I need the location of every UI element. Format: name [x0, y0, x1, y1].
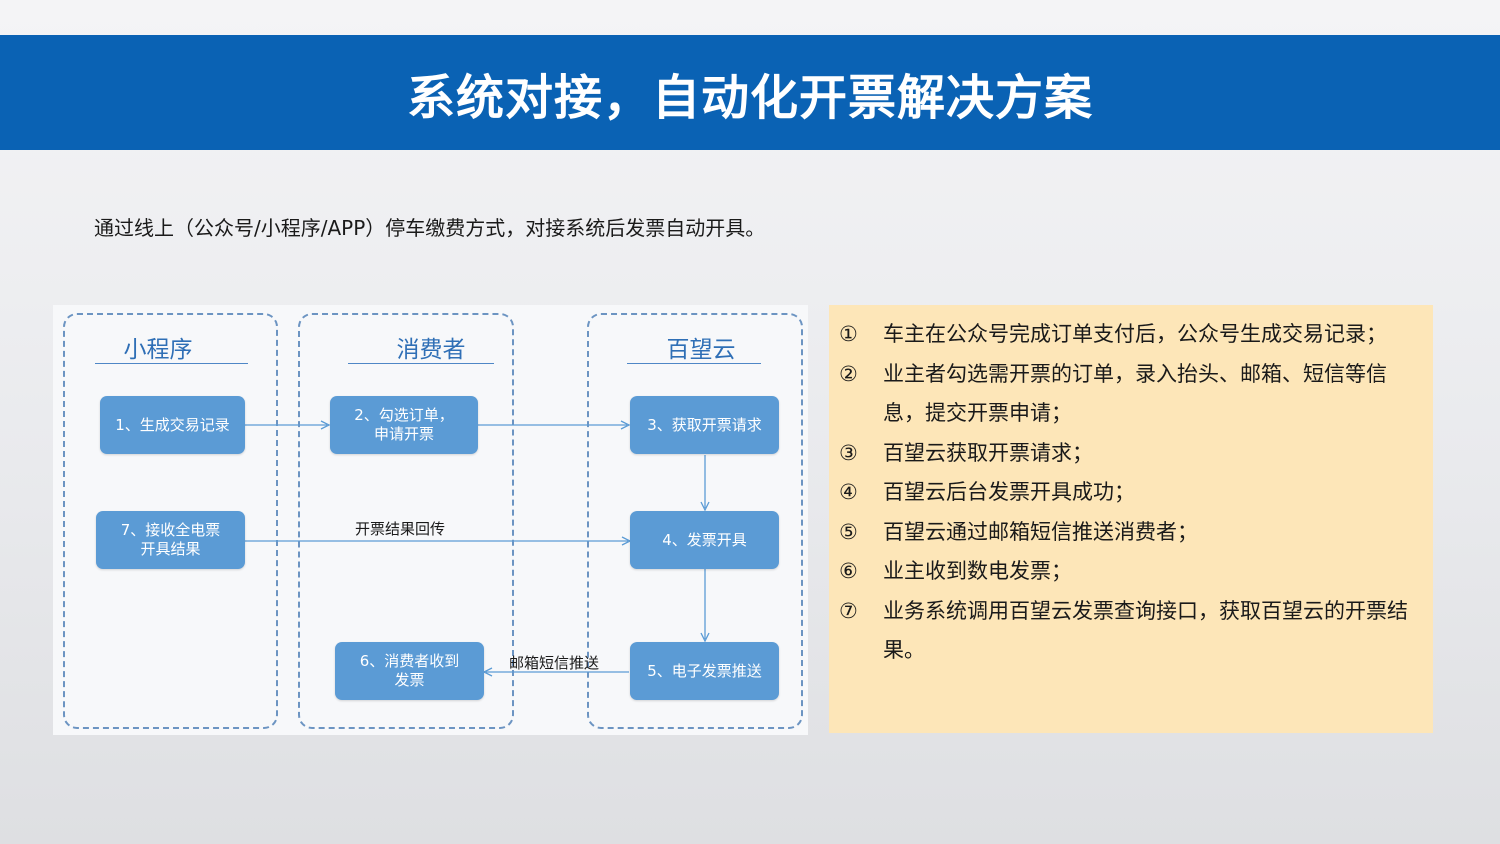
- step-number: ④: [839, 480, 858, 504]
- step-item: ① 车主在公众号完成订单支付后，公众号生成交易记录；: [839, 315, 1423, 355]
- node-get-invoice-request: 3、获取开票请求: [630, 396, 779, 454]
- step-text: 车主在公众号完成订单支付后，公众号生成交易记录；: [883, 322, 1387, 346]
- step-number: ①: [839, 322, 858, 346]
- step-text: 业务系统调用百望云发票查询接口，获取百望云的开票结果。: [883, 598, 1408, 663]
- arrowhead: [320, 420, 331, 430]
- steps-panel: ① 车主在公众号完成订单支付后，公众号生成交易记录； ② 业主者勾选需开票的订单…: [829, 305, 1433, 733]
- lane-consumer: [298, 313, 514, 729]
- step-number: ②: [839, 361, 858, 386]
- edge-label-result-return: 开票结果回传: [355, 520, 446, 538]
- step-item: ③ 百望云获取开票请求；: [839, 434, 1423, 474]
- arrowhead: [482, 667, 493, 677]
- lane-underline: [348, 363, 494, 364]
- arrowhead: [700, 501, 710, 512]
- step-item: ② 业主者勾选需开票的订单，录入抬头、邮箱、短信等信息，提交开票申请；: [839, 355, 1423, 434]
- step-item: ⑦ 业务系统调用百望云发票查询接口，获取百望云的开票结果。: [839, 592, 1423, 671]
- lane-title-mini-program: 小程序: [123, 337, 193, 363]
- arrowhead: [700, 632, 710, 643]
- title-banner: 系统对接，自动化开票解决方案: [0, 35, 1500, 150]
- node-consumer-receives: 6、消费者收到 发票: [335, 642, 484, 700]
- edge-label-email-sms-push: 邮箱短信推送: [509, 654, 600, 672]
- lane-title-consumer: 消费者: [396, 337, 466, 363]
- step-item: ⑤ 百望云通过邮箱短信推送消费者；: [839, 513, 1423, 553]
- node-receive-result: 7、接收全电票 开具结果: [96, 511, 245, 569]
- step-item: ④ 百望云后台发票开具成功；: [839, 473, 1423, 513]
- step-text: 百望云后台发票开具成功；: [883, 480, 1135, 504]
- page-title: 系统对接，自动化开票解决方案: [406, 69, 1093, 126]
- lane-mini-program: [63, 313, 278, 729]
- step-text: 百望云获取开票请求；: [883, 440, 1093, 465]
- step-text: 百望云通过邮箱短信推送消费者；: [883, 519, 1198, 544]
- node-issue-invoice: 4、发票开具: [630, 511, 779, 569]
- step-number: ⑤: [839, 519, 858, 544]
- step-number: ⑥: [839, 559, 858, 583]
- node-select-order-apply: 2、勾选订单， 申请开票: [330, 396, 478, 454]
- step-number: ⑦: [839, 598, 858, 623]
- step-text: 业主收到数电发票；: [883, 559, 1072, 583]
- lane-underline: [95, 363, 248, 364]
- arrowhead: [620, 420, 631, 430]
- lane-underline: [627, 363, 761, 364]
- node-push-e-invoice: 5、电子发票推送: [630, 642, 779, 700]
- lane-baiwang-cloud: [587, 313, 803, 729]
- flow-arrows: [245, 420, 710, 677]
- step-number: ③: [839, 440, 858, 465]
- intro-text: 通过线上（公众号/小程序/APP）停车缴费方式，对接系统后发票自动开具。: [94, 216, 766, 240]
- lane-title-baiwang-cloud: 百望云: [666, 337, 736, 363]
- step-item: ⑥ 业主收到数电发票；: [839, 552, 1423, 592]
- node-generate-transaction: 1、生成交易记录: [100, 396, 245, 454]
- step-text: 业主者勾选需开票的订单，录入抬头、邮箱、短信等信息，提交开票申请；: [883, 361, 1387, 426]
- flow-diagram: 小程序 消费者 百望云 1、生成交易记录 2、勾选订单， 申请开票 3、获取开票…: [53, 305, 808, 735]
